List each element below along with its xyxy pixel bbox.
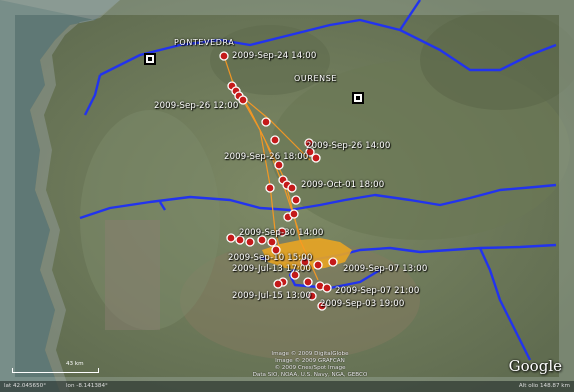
track-point[interactable] — [245, 237, 255, 247]
track-point[interactable] — [235, 235, 245, 245]
track-point[interactable] — [313, 260, 323, 270]
track-point[interactable] — [238, 95, 248, 105]
google-logo: Google — [508, 357, 562, 375]
track-point[interactable] — [257, 235, 267, 245]
track-points — [219, 51, 338, 311]
scale-label: 43 km — [66, 361, 84, 367]
track-point[interactable] — [267, 237, 277, 247]
track-label: 2009-Oct-01 18:00 — [301, 180, 385, 190]
attribution-line: Image © 2009 DigitalGlobe — [271, 351, 349, 357]
track-point[interactable] — [305, 147, 315, 157]
track-point[interactable] — [287, 183, 297, 193]
city-label-pontevedra: PONTEVEDRA — [174, 38, 235, 47]
track-label: 2009-Jul-15 13:00 — [232, 291, 312, 301]
attribution-line: Image © 2009 GRAFCAN — [275, 358, 345, 364]
track-point[interactable] — [261, 117, 271, 127]
track-point[interactable] — [300, 257, 310, 267]
status-bar: lat 42.045650° lon -8.141384° Alt olio 1… — [0, 381, 574, 392]
track-label: 2009-Sep-24 14:00 — [232, 51, 317, 61]
attribution-line: © 2009 Cnes/Spot Image — [274, 365, 346, 371]
scale-bar — [12, 368, 99, 373]
track-point[interactable] — [271, 245, 281, 255]
longitude-readout: lon -8.141384° — [66, 383, 108, 389]
track-label: 2009-Sep-03 19:00 — [320, 299, 405, 309]
track-point[interactable] — [219, 51, 229, 61]
track-label: 2009-Jul-13 17:00 — [232, 264, 312, 274]
track-point[interactable] — [317, 301, 327, 311]
track-point[interactable] — [311, 153, 321, 163]
track-point[interactable] — [265, 183, 275, 193]
track-point[interactable] — [226, 233, 236, 243]
track-point[interactable] — [291, 195, 301, 205]
track-point[interactable] — [277, 227, 287, 237]
track-label: 2009-Sep-07 21:00 — [335, 286, 420, 296]
city-label-ourense: OURENSE — [294, 74, 338, 83]
track-point[interactable] — [322, 283, 332, 293]
track-point[interactable] — [328, 257, 338, 267]
track-label: 2009-Sep-30 14:00 — [239, 228, 324, 238]
altitude-readout: Alt olio 148.87 km — [518, 383, 570, 389]
track-label: 2009-Sep-26 18:00 — [224, 152, 309, 162]
imagery-attribution: Image © 2009 DigitalGlobe Image © 2009 G… — [250, 351, 370, 379]
track-point[interactable] — [273, 279, 283, 289]
track-label: 2009-Sep-26 12:00 — [154, 101, 239, 111]
track-label: 2009-Sep-10 15:00 — [228, 253, 313, 263]
attribution-line: Data SIO, NOAA, U.S. Navy, NGA, GEBCO — [252, 372, 368, 378]
city-marker-pontevedra[interactable] — [144, 53, 156, 65]
track-label: 2009-Sep-07 13:00 — [343, 264, 428, 274]
track-point[interactable] — [290, 270, 300, 280]
track-point[interactable] — [304, 138, 314, 148]
city-marker-ourense[interactable] — [352, 92, 364, 104]
track-label: 2009-Sep-26 14:00 — [306, 141, 391, 151]
track-point[interactable] — [270, 135, 280, 145]
track-point[interactable] — [303, 277, 313, 287]
latitude-readout: lat 42.045650° — [4, 383, 46, 389]
track-point[interactable] — [289, 209, 299, 219]
track-point[interactable] — [274, 160, 284, 170]
track-point[interactable] — [307, 291, 317, 301]
